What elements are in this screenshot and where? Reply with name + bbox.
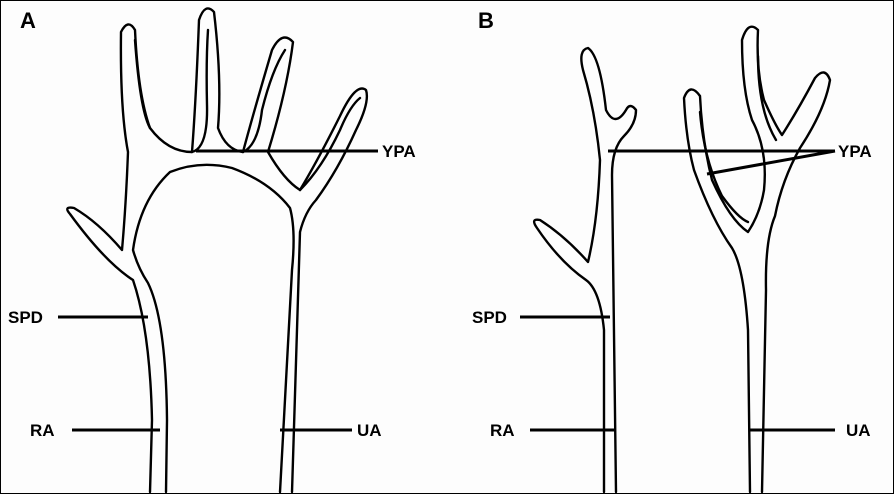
panel-b-spd-label: SPD (472, 308, 507, 327)
panel-b-radial-artery (534, 48, 636, 492)
panel-b-finger-edges (700, 56, 776, 222)
panel-b-ypa-leader-2 (707, 151, 835, 174)
panel-a-ra-label: RA (30, 421, 55, 440)
panel-a-ua-label: UA (357, 421, 382, 440)
panel-b-ua-label: UA (846, 421, 871, 440)
panel-b-ra-label: RA (490, 421, 515, 440)
panel-b-diagram: YPA SPD RA UA (472, 27, 872, 492)
panel-b-ypa-label: YPA (838, 142, 872, 161)
panel-a-diagram: YPA SPD RA UA (8, 8, 416, 492)
panel-a-radial-artery (67, 8, 367, 492)
panel-b-ulnar-artery (684, 27, 830, 492)
panel-a-ulnar-arch (133, 165, 294, 492)
panel-a-ypa-label: YPA (382, 142, 416, 161)
panel-a-finger-edges (135, 30, 360, 190)
panel-a-spd-label: SPD (8, 308, 43, 327)
